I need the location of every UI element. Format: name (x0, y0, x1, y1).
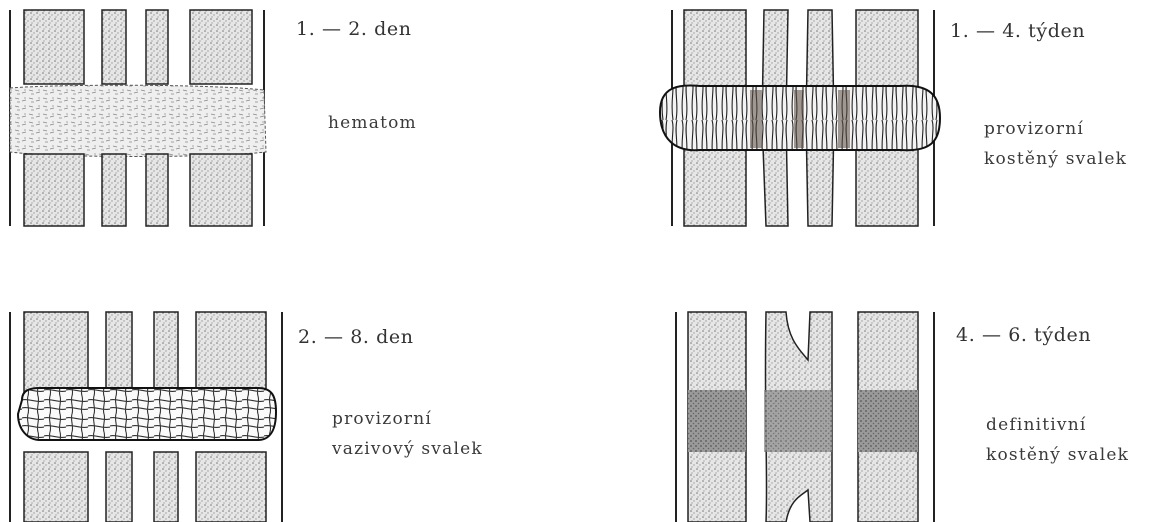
caption-3-line-2: vazivový svalek (332, 434, 483, 464)
hematoma-mass (10, 85, 266, 156)
caption-3-line-1: provizorní (332, 404, 483, 434)
stage-label-1: 1. — 2. den (296, 18, 412, 40)
stage-label-3: 2. — 8. den (298, 326, 414, 348)
bone-segments-bottom (24, 154, 252, 226)
panel-definitive-bony-callus (676, 312, 934, 522)
caption-3: provizorní vazivový svalek (332, 404, 483, 464)
bone-segments-top (24, 10, 252, 84)
caption-4: definitivní kostěný svalek (986, 410, 1129, 470)
panel-provisional-fibrous-callus (10, 312, 282, 522)
caption-4-line-2: kostěný svalek (986, 440, 1129, 470)
caption-2: provizorní kostěný svalek (984, 114, 1127, 174)
panel-hematoma (10, 10, 266, 226)
caption-4-line-1: definitivní (986, 410, 1129, 440)
panel-provisional-bony-callus (660, 10, 940, 226)
caption-1: hematom (328, 108, 417, 138)
caption-2-line-2: kostěný svalek (984, 144, 1127, 174)
stage-label-4: 4. — 6. týden (956, 324, 1091, 346)
fibrous-callus-band (660, 85, 940, 150)
stage-label-2: 1. — 4. týden (950, 20, 1085, 42)
caption-2-line-1: provizorní (984, 114, 1127, 144)
caption-1-line-1: hematom (328, 108, 417, 138)
fibrous-mesh (18, 388, 276, 440)
